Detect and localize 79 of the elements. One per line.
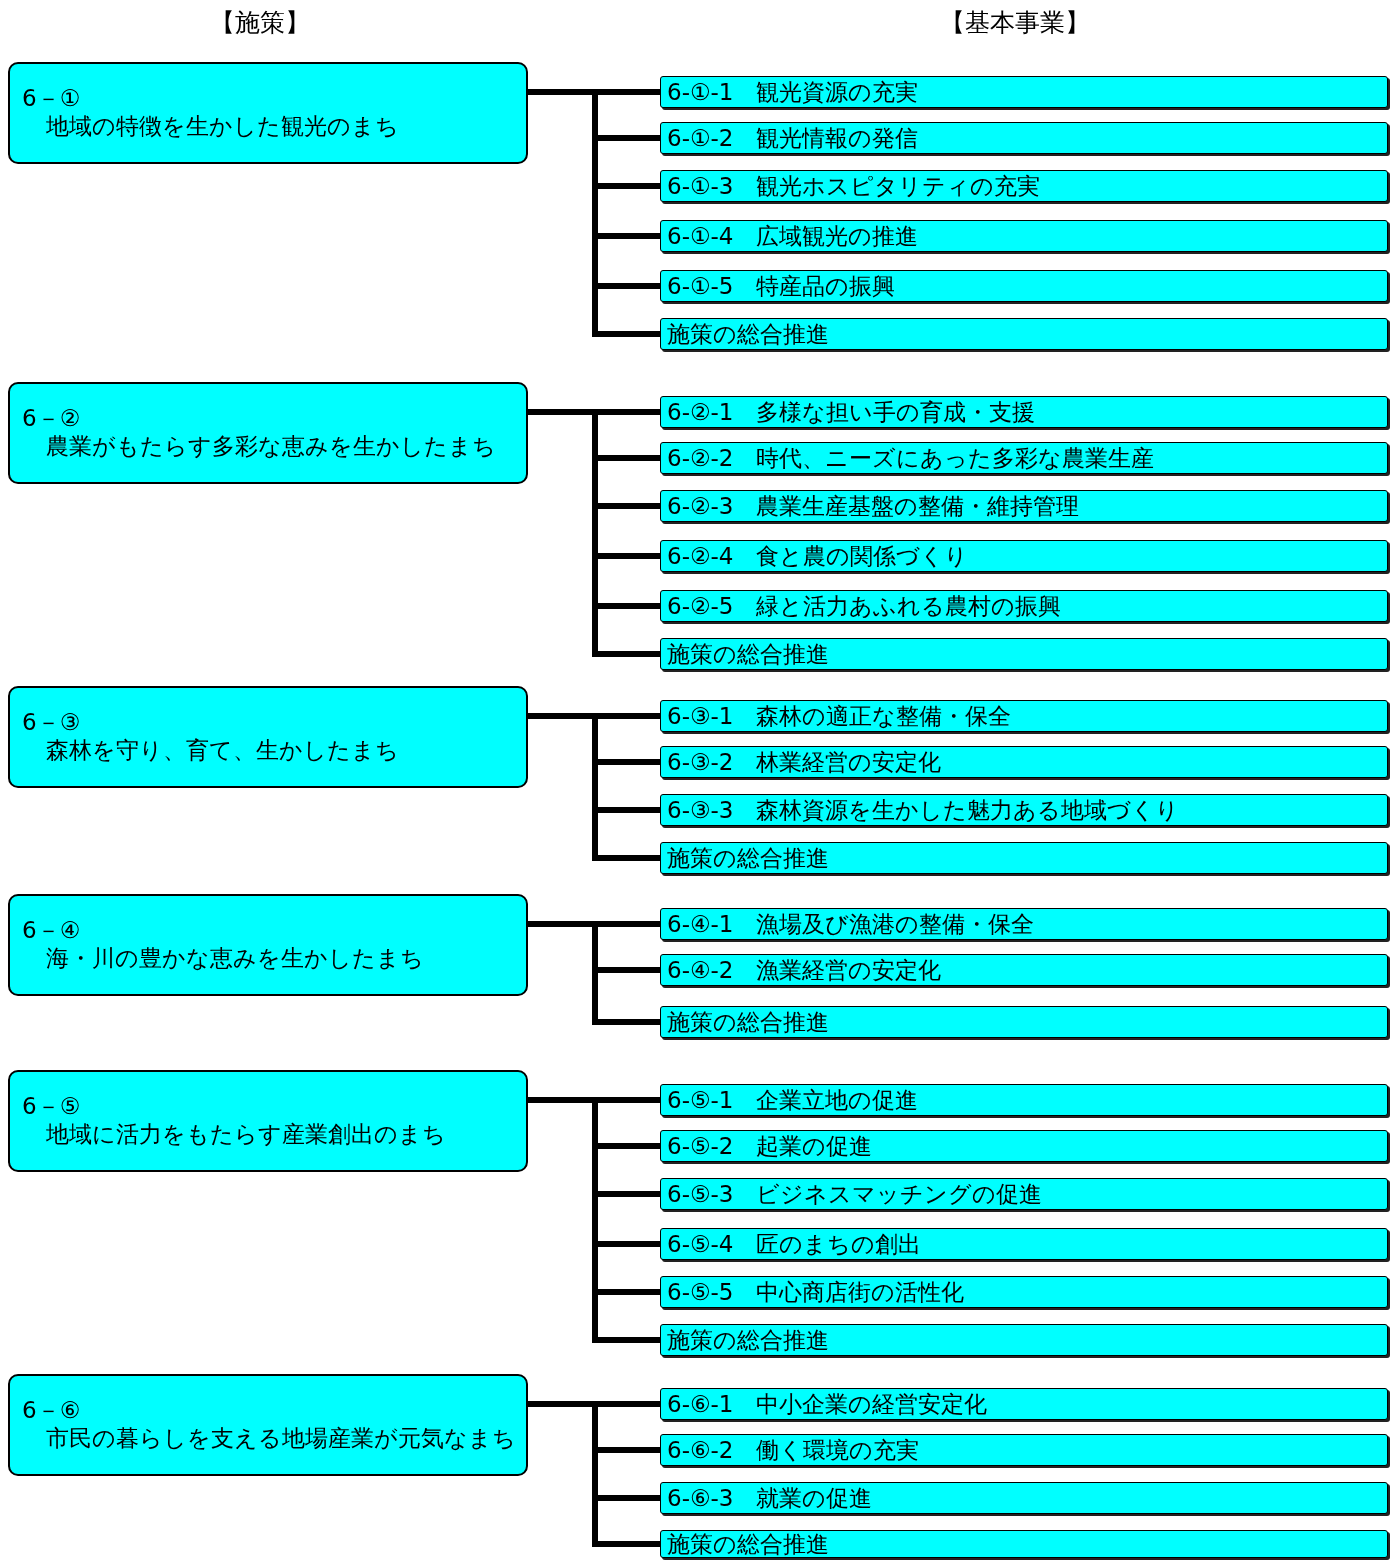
project-box	[660, 442, 1388, 474]
project-label: 6-⑥-3 就業の促進	[667, 1484, 873, 1512]
project-label: 6-①-1 観光資源の充実	[667, 78, 919, 106]
project-box	[660, 1434, 1388, 1466]
policy-number: 6－③	[22, 708, 81, 736]
project-box	[660, 1178, 1388, 1210]
project-box	[660, 746, 1388, 778]
project-label: 6-⑥-2 働く環境の充実	[667, 1436, 920, 1464]
project-box	[660, 1482, 1388, 1514]
policy-number: 6－①	[22, 84, 81, 112]
policy-number: 6－④	[22, 916, 81, 944]
project-box	[660, 170, 1388, 202]
project-label: 6-⑤-2 起業の促進	[667, 1132, 873, 1160]
project-box	[660, 1006, 1388, 1038]
project-label: 6-③-3 森林資源を生かした魅力ある地域づくり	[667, 796, 1180, 824]
project-label: 施策の総合推進	[667, 320, 829, 348]
project-label: 6-②-4 食と農の関係づくり	[667, 542, 969, 570]
project-box	[660, 590, 1388, 622]
project-label: 施策の総合推進	[667, 640, 829, 668]
project-label: 施策の総合推進	[667, 1008, 829, 1036]
policy-number: 6－⑥	[22, 1396, 81, 1424]
project-box	[660, 908, 1388, 940]
project-box	[660, 842, 1388, 874]
policy-box	[8, 894, 528, 996]
project-label: 6-⑤-3 ビジネスマッチングの促進	[667, 1180, 1043, 1208]
project-label: 6-②-1 多様な担い手の育成・支援	[667, 398, 1036, 426]
project-box	[660, 1130, 1388, 1162]
project-label: 6-②-2 時代、ニーズにあった多彩な農業生産	[667, 444, 1155, 472]
project-label: 6-①-5 特産品の振興	[667, 272, 896, 300]
project-label: 6-②-3 農業生産基盤の整備・維持管理	[667, 492, 1080, 520]
project-label: 6-①-3 観光ホスピタリティの充実	[667, 172, 1041, 200]
project-box	[660, 76, 1388, 108]
project-box	[660, 396, 1388, 428]
policy-title: 農業がもたらす多彩な恵みを生かしたまち	[46, 432, 497, 461]
project-label: 6-②-5 緑と活力あふれる農村の振興	[667, 592, 1062, 620]
project-box	[660, 1228, 1388, 1260]
policy-title: 地域に活力をもたらす産業創出のまち	[46, 1120, 447, 1149]
project-box	[660, 220, 1388, 252]
project-box	[660, 794, 1388, 826]
project-box	[660, 270, 1388, 302]
project-box	[660, 318, 1388, 350]
policy-title: 地域の特徴を生かした観光のまち	[46, 112, 400, 141]
policy-box	[8, 686, 528, 788]
policy-box	[8, 1374, 528, 1476]
policy-title: 海・川の豊かな恵みを生かしたまち	[46, 944, 425, 973]
project-box	[660, 122, 1388, 154]
project-label: 6-③-1 森林の適正な整備・保全	[667, 702, 1012, 730]
project-box	[660, 700, 1388, 732]
project-box	[660, 1530, 1388, 1558]
project-label: 施策の総合推進	[667, 844, 829, 872]
project-label: 6-⑤-1 企業立地の促進	[667, 1086, 919, 1114]
project-label: 6-①-4 広域観光の推進	[667, 222, 919, 250]
project-box	[660, 1276, 1388, 1308]
policy-title: 森林を守り、育て、生かしたまち	[46, 736, 400, 765]
project-label: 施策の総合推進	[667, 1530, 829, 1558]
project-label: 施策の総合推進	[667, 1326, 829, 1354]
project-label: 6-⑤-5 中心商店街の活性化	[667, 1278, 965, 1306]
project-label: 6-④-2 漁業経営の安定化	[667, 956, 942, 984]
connector-line	[528, 1097, 660, 1343]
project-box	[660, 490, 1388, 522]
project-label: 6-⑤-4 匠のまちの創出	[667, 1230, 922, 1258]
policy-number: 6－⑤	[22, 1092, 81, 1120]
policy-number: 6－②	[22, 404, 81, 432]
project-box	[660, 1084, 1388, 1116]
project-label: 6-⑥-1 中小企業の経営安定化	[667, 1390, 988, 1418]
policy-title: 市民の暮らしを支える地場産業が元気なまち	[46, 1424, 516, 1453]
policy-box	[8, 1070, 528, 1172]
project-box	[660, 1388, 1388, 1420]
project-box	[660, 638, 1388, 670]
project-box	[660, 954, 1388, 986]
policy-box	[8, 62, 528, 164]
policy-box	[8, 382, 528, 484]
project-label: 6-①-2 観光情報の発信	[667, 124, 919, 152]
project-box	[660, 1324, 1388, 1356]
project-box	[660, 540, 1388, 572]
project-label: 6-③-2 林業経営の安定化	[667, 748, 942, 776]
column-heading: 【施策】	[210, 8, 310, 38]
project-label: 6-④-1 漁場及び漁港の整備・保全	[667, 910, 1035, 938]
column-heading: 【基本事業】	[940, 8, 1090, 38]
